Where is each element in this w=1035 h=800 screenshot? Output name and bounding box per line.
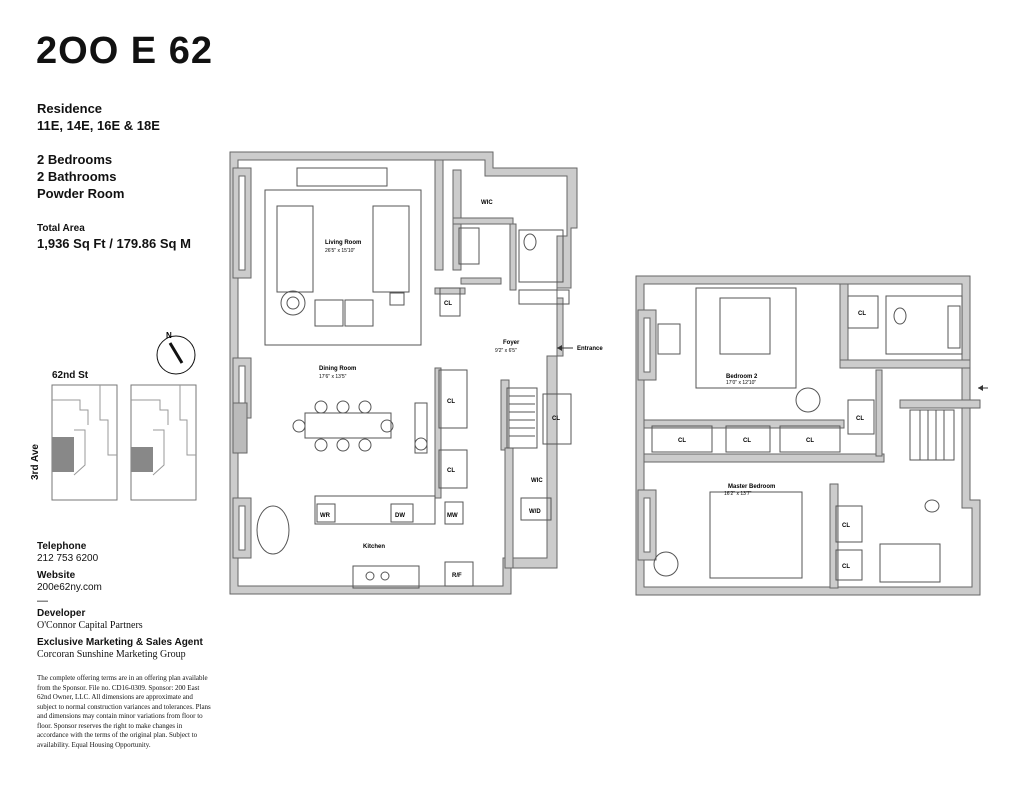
keyplan-block-right: [130, 384, 197, 501]
wd-label: W/D: [529, 509, 541, 515]
rf-label: R/F: [452, 573, 462, 579]
closet-label-u5: CL: [856, 416, 864, 422]
telephone-label: Telephone: [37, 541, 87, 552]
total-area-label: Total Area: [37, 223, 85, 234]
dining-room-dim: 17'6" x 13'5": [319, 374, 347, 380]
website-link[interactable]: 200e62ny.com: [37, 582, 102, 593]
wr-label: WR: [320, 513, 331, 519]
closet-label-u3: CL: [806, 438, 814, 444]
website-label: Website: [37, 570, 76, 581]
powder-room: Powder Room: [37, 186, 125, 201]
bathrooms-count: 2 Bathrooms: [37, 169, 117, 184]
closet-label-1: CL: [444, 301, 452, 307]
kitchen-label: Kitchen: [363, 544, 385, 550]
wic-label-2: WIC: [531, 478, 543, 484]
closet-label-u1: CL: [678, 438, 686, 444]
floor-plan-lower: Living Room 26'5" x 15'10" Dining Room 1…: [229, 151, 603, 595]
foyer-label: Foyer: [503, 340, 520, 346]
developer-label: Developer: [37, 608, 86, 619]
bedrooms-count: 2 Bedrooms: [37, 152, 113, 167]
legal-disclaimer: The complete offering terms are in an of…: [37, 674, 211, 749]
keyplan-street: 62nd St: [52, 370, 89, 381]
closet-label-3: CL: [447, 468, 455, 474]
closet-label-u7: CL: [842, 564, 850, 570]
residence-label: Residence: [37, 101, 103, 116]
north-compass: N: [156, 331, 196, 375]
master-label: Master Bedroom: [728, 484, 775, 490]
closet-label-2: CL: [447, 399, 455, 405]
bedroom2-label: Bedroom 2: [726, 374, 758, 380]
agent-label: Exclusive Marketing & Sales Agent: [37, 637, 203, 648]
closet-label-4: CL: [552, 416, 560, 422]
telephone-value[interactable]: 212 753 6200: [37, 553, 99, 564]
keyplan-block-left: [51, 384, 118, 501]
dining-room-label: Dining Room: [319, 366, 356, 372]
agent-name: Corcoran Sunshine Marketing Group: [37, 649, 186, 660]
living-room-label: Living Room: [325, 240, 361, 246]
foyer-dim: 9'2" x 6'5": [495, 348, 517, 354]
bedroom2-dim: 17'0" x 12'10": [726, 380, 756, 386]
dw-label: DW: [395, 513, 405, 519]
developer-name: O'Connor Capital Partners: [37, 620, 143, 631]
master-dim: 16'2" x 13'7": [724, 491, 752, 497]
wic-label-1: WIC: [481, 200, 493, 206]
closet-label-u2: CL: [743, 438, 751, 444]
total-area-value: 1,936 Sq Ft / 179.86 Sq M: [37, 236, 191, 251]
entrance-label: Entrance: [577, 346, 603, 352]
north-label: N: [166, 331, 172, 340]
living-room-dim: 26'5" x 15'10": [325, 248, 355, 254]
key-plan: N: [51, 331, 197, 501]
residence-units: 11E, 14E, 16E & 18E: [37, 118, 160, 133]
mw-label: MW: [447, 513, 458, 519]
building-title: 2OO E 62: [36, 30, 213, 72]
closet-label-u4: CL: [858, 311, 866, 317]
floor-plan-upper: Bedroom 2 17'0" x 12'10" Master Bedroom …: [635, 275, 988, 596]
closet-label-u6: CL: [842, 523, 850, 529]
divider-dash: —: [37, 595, 48, 607]
